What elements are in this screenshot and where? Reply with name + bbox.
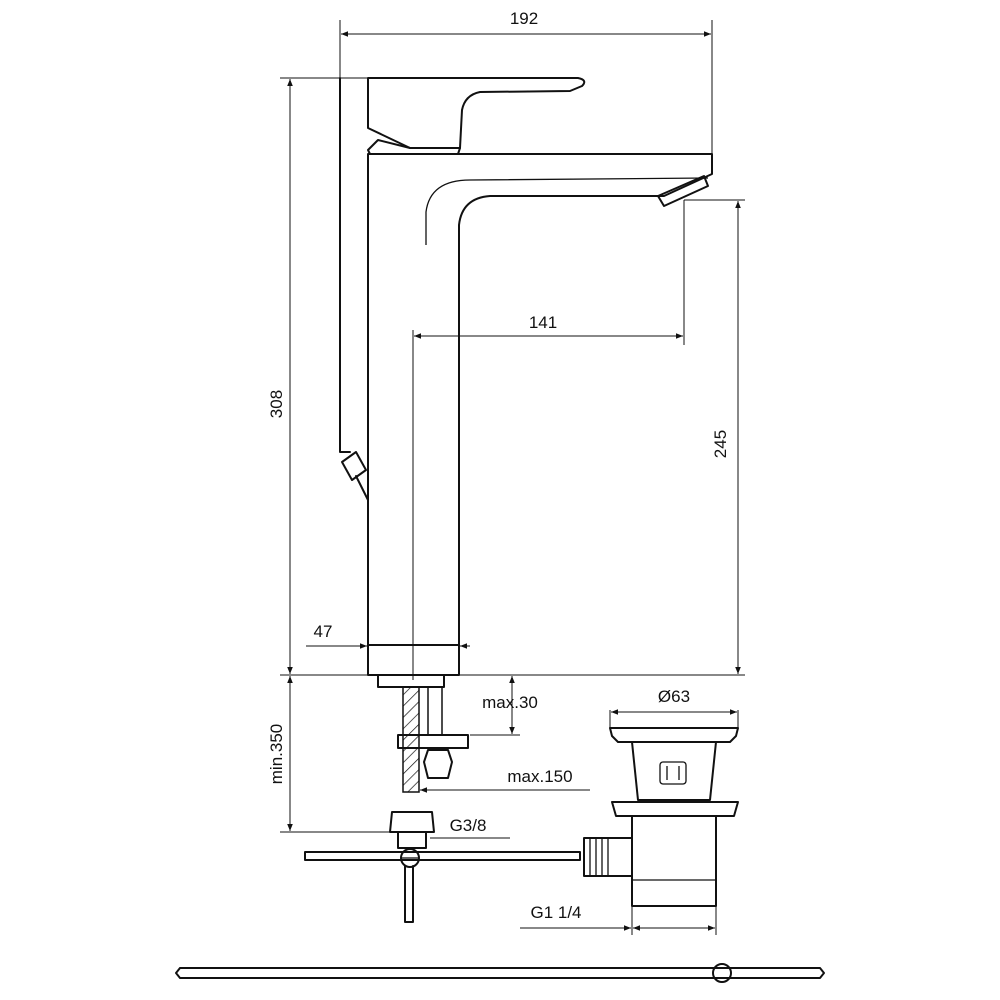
handle-lever bbox=[367, 77, 586, 149]
stop-valve bbox=[400, 848, 420, 868]
dim-spout-reach: 141 bbox=[529, 313, 557, 332]
drain-body bbox=[631, 741, 717, 801]
mounting-shank bbox=[377, 674, 445, 688]
braided-hose-left bbox=[402, 686, 420, 793]
popup-rod bbox=[339, 77, 351, 453]
supply-pipe-vertical bbox=[404, 865, 414, 923]
countertop-knob bbox=[712, 963, 732, 983]
dimension-labels: 192 308 141 245 47 max.30 min.350 max.15… bbox=[267, 9, 730, 922]
body-column bbox=[367, 153, 713, 646]
drain-slot bbox=[659, 761, 687, 785]
drain-side-connector bbox=[583, 837, 633, 877]
dim-base-diameter: 47 bbox=[314, 622, 333, 641]
dim-spout-height: 245 bbox=[711, 430, 730, 458]
dim-width-total: 192 bbox=[510, 9, 538, 28]
spout-curve bbox=[425, 177, 709, 245]
supply-pipe-horizontal bbox=[304, 851, 581, 861]
braided-hose-right bbox=[427, 686, 443, 736]
fixing-nut bbox=[423, 749, 453, 779]
waste-drain bbox=[583, 727, 739, 907]
fixing-bracket bbox=[397, 734, 469, 749]
connection-fitting bbox=[389, 811, 435, 849]
installation-parts bbox=[175, 686, 825, 983]
handle-base bbox=[367, 139, 461, 155]
aerator bbox=[657, 175, 709, 207]
dimension-lines bbox=[280, 20, 745, 935]
dim-height-total: 308 bbox=[267, 390, 286, 418]
dim-waste-thread: G1 1/4 bbox=[530, 903, 581, 922]
countertop-profile bbox=[175, 967, 825, 979]
dim-max-thickness: max.30 bbox=[482, 693, 538, 712]
drain-cap bbox=[609, 727, 739, 743]
dim-waste-diameter: Ø63 bbox=[658, 687, 690, 706]
popup-knob bbox=[341, 451, 369, 501]
dim-min-hose: min.350 bbox=[267, 724, 286, 784]
drain-tailpiece bbox=[631, 815, 717, 907]
dim-thread-connection: G3/8 bbox=[450, 816, 487, 835]
drain-nut bbox=[611, 801, 739, 817]
faucet bbox=[339, 77, 713, 688]
dim-max-150: max.150 bbox=[507, 767, 572, 786]
